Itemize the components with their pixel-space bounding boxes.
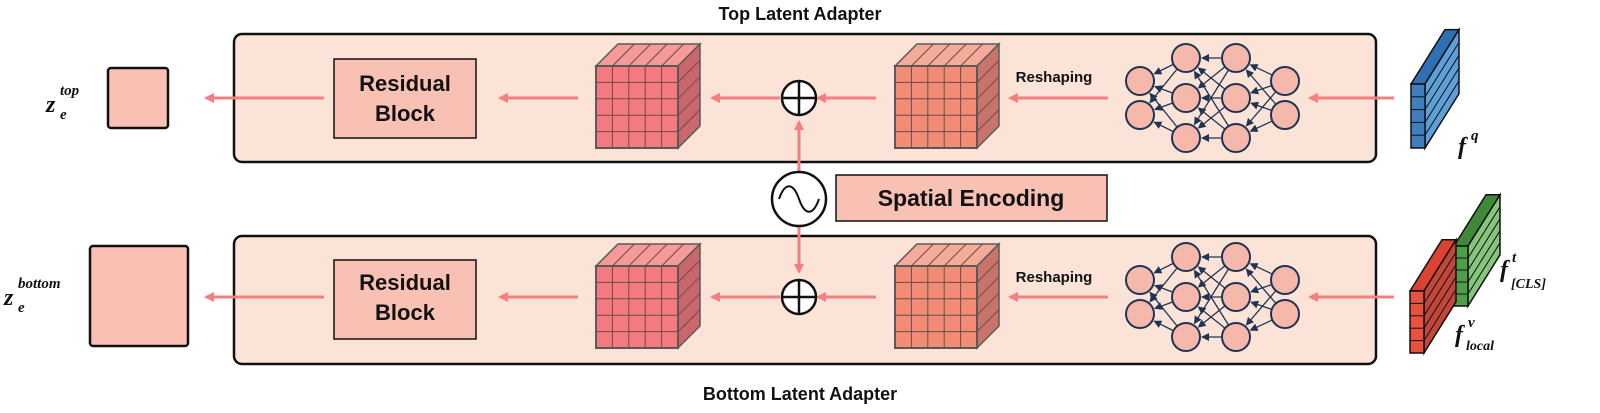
svg-text:f: f bbox=[1500, 257, 1510, 283]
top-mlp-network-icon bbox=[1125, 43, 1300, 153]
svg-text:v: v bbox=[1468, 315, 1475, 331]
text-cls-feature-icon bbox=[1452, 192, 1502, 309]
svg-text:e: e bbox=[60, 107, 67, 123]
query-feature-label: f q bbox=[1458, 128, 1479, 160]
bottom-sum-icon bbox=[780, 278, 818, 316]
svg-text:Block: Block bbox=[375, 300, 436, 325]
spatial-encoding-label: Spatial Encoding bbox=[835, 174, 1108, 222]
svg-text:[CLS]: [CLS] bbox=[1511, 277, 1546, 292]
bottom-residual-block: Residual Block bbox=[333, 259, 477, 340]
bottom-latent-label: z e bottom bbox=[3, 276, 61, 316]
svg-text:Residual: Residual bbox=[359, 71, 451, 96]
svg-text:z: z bbox=[3, 285, 14, 311]
visual-local-feature-icon bbox=[1408, 237, 1458, 356]
bottom-adapter-title: Bottom Latent Adapter bbox=[703, 384, 897, 404]
svg-text:f: f bbox=[1458, 134, 1468, 160]
top-latent-square bbox=[106, 66, 170, 130]
svg-text:local: local bbox=[1466, 339, 1494, 354]
svg-text:t: t bbox=[1512, 250, 1517, 266]
bottom-latent-square bbox=[88, 244, 190, 348]
svg-text:Spatial Encoding: Spatial Encoding bbox=[878, 185, 1065, 211]
query-feature-icon bbox=[1409, 26, 1461, 151]
top-residual-block: Residual Block bbox=[333, 58, 477, 139]
svg-text:q: q bbox=[1471, 128, 1479, 144]
bottom-reshaping-label: Reshaping bbox=[1016, 269, 1093, 286]
top-latent-label: z e top bbox=[45, 83, 80, 123]
text-cls-feature-label: f t [CLS] bbox=[1500, 250, 1546, 292]
top-feature-cube-reshaped bbox=[893, 42, 1001, 150]
sine-wave-icon bbox=[770, 170, 828, 228]
top-reshaping-label: Reshaping bbox=[1016, 69, 1093, 86]
svg-text:Block: Block bbox=[375, 101, 436, 126]
svg-text:e: e bbox=[18, 300, 25, 316]
top-adapter-title: Top Latent Adapter bbox=[719, 4, 882, 24]
top-feature-cube-output bbox=[594, 42, 702, 150]
svg-text:f: f bbox=[1455, 322, 1465, 348]
bottom-feature-cube-reshaped bbox=[893, 242, 1001, 350]
svg-text:Residual: Residual bbox=[359, 270, 451, 295]
bottom-mlp-network-icon bbox=[1125, 242, 1300, 352]
bottom-feature-cube-output bbox=[594, 242, 702, 350]
top-sum-icon bbox=[780, 79, 818, 117]
svg-text:bottom: bottom bbox=[18, 276, 61, 292]
svg-text:top: top bbox=[60, 83, 80, 99]
svg-text:z: z bbox=[45, 92, 56, 118]
visual-local-feature-label: f v local bbox=[1455, 315, 1494, 354]
